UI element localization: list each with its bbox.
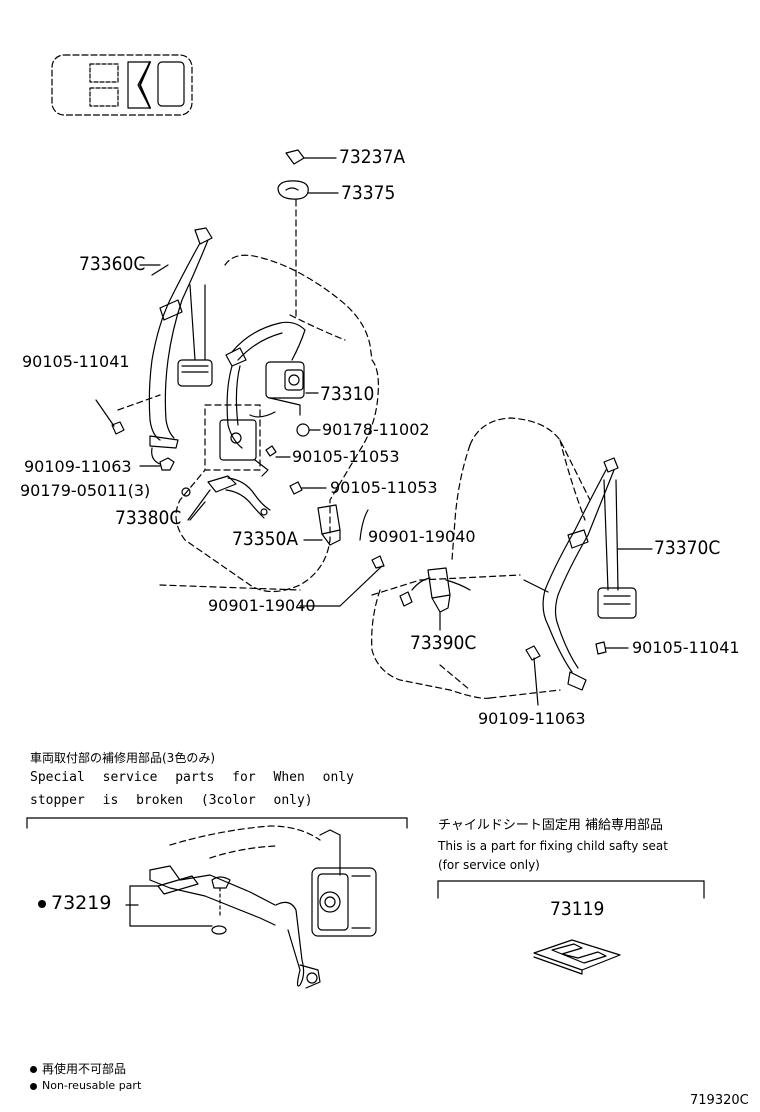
part-label-90105-11053-b[interactable]: 90105-11053 [330, 478, 438, 497]
buckle-73350A-shape [303, 504, 369, 546]
part-label-73237A[interactable]: 73237A [339, 146, 406, 168]
figure-id: 719320C [690, 1093, 749, 1108]
part-73119-shape [533, 939, 621, 975]
service-bracket [26, 817, 408, 829]
seatbelt-73360C-shape [148, 227, 213, 465]
legend-en-text: Non-reusable part [42, 1079, 142, 1092]
part-label-90109-11063-left[interactable]: 90109-11063 [24, 457, 132, 476]
child-seat-note-en-1: This is a part for fixing child safty se… [438, 839, 668, 853]
part-label-90901-19040-b[interactable]: 90901-19040 [208, 596, 316, 615]
legend-en: Non-reusable part [30, 1080, 141, 1091]
part-label-73219[interactable]: 73219 [38, 894, 111, 913]
part-73237A-shape [285, 149, 337, 165]
child-seat-note-jp: チャイルドシート固定用 補給専用部品 [438, 818, 664, 833]
part-73375-shape [277, 180, 339, 321]
part-label-73310[interactable]: 73310 [320, 383, 375, 405]
child-seat-bracket [437, 880, 705, 899]
part-label-90105-11053-a[interactable]: 90105-11053 [292, 447, 400, 466]
part-label-73350A[interactable]: 73350A [232, 528, 299, 550]
front-seat-outline [117, 254, 379, 593]
leader-lines [139, 264, 206, 521]
part-label-73360C[interactable]: 73360C [79, 253, 146, 275]
stopper-73219-shape [125, 825, 377, 989]
part-label-90178-11002[interactable]: 90178-11002 [322, 420, 430, 439]
child-seat-note-en-2: (for service only) [438, 858, 540, 872]
belt-73380C-shape [187, 475, 271, 521]
part-label-73390C[interactable]: 73390C [410, 632, 477, 654]
part-label-73119[interactable]: 73119 [550, 898, 605, 920]
rear-seat-outline [371, 417, 591, 699]
part-label-90105-11041-right[interactable]: 90105-11041 [632, 638, 740, 657]
part-label-73219-text: 73219 [51, 892, 112, 914]
part-label-90105-11041-left[interactable]: 90105-11041 [22, 352, 130, 371]
service-note-en-1: Special service parts for When only [30, 770, 354, 785]
bolt-90109-right-shape [525, 645, 541, 706]
bolts-left-group [95, 399, 385, 607]
seatbelt-73310-shape [219, 321, 319, 477]
non-reusable-dot-icon [38, 899, 46, 908]
legend-dot-icon [30, 1082, 37, 1090]
legend-jp-text: 再使用不可部品 [42, 1062, 127, 1076]
service-note-en-2: stopper is broken (3color only) [30, 793, 313, 808]
legend-dot-icon [30, 1066, 37, 1073]
seatbelt-73370C-shape [523, 457, 653, 691]
legend-jp: 再使用不可部品 [30, 1063, 126, 1075]
part-label-90901-19040-a[interactable]: 90901-19040 [368, 527, 476, 546]
part-label-73370C[interactable]: 73370C [654, 537, 721, 559]
part-label-73375[interactable]: 73375 [341, 182, 396, 204]
service-note-jp: 車両取付部の補修用部品(3色のみ) [30, 751, 215, 765]
part-label-90109-11063-right[interactable]: 90109-11063 [478, 709, 586, 728]
part-label-73380C[interactable]: 73380C [115, 507, 182, 529]
part-label-90179-05011[interactable]: 90179-05011(3) [20, 481, 151, 500]
vehicle-locator-icon [51, 54, 193, 116]
buckle-73390C-shape [399, 567, 471, 631]
